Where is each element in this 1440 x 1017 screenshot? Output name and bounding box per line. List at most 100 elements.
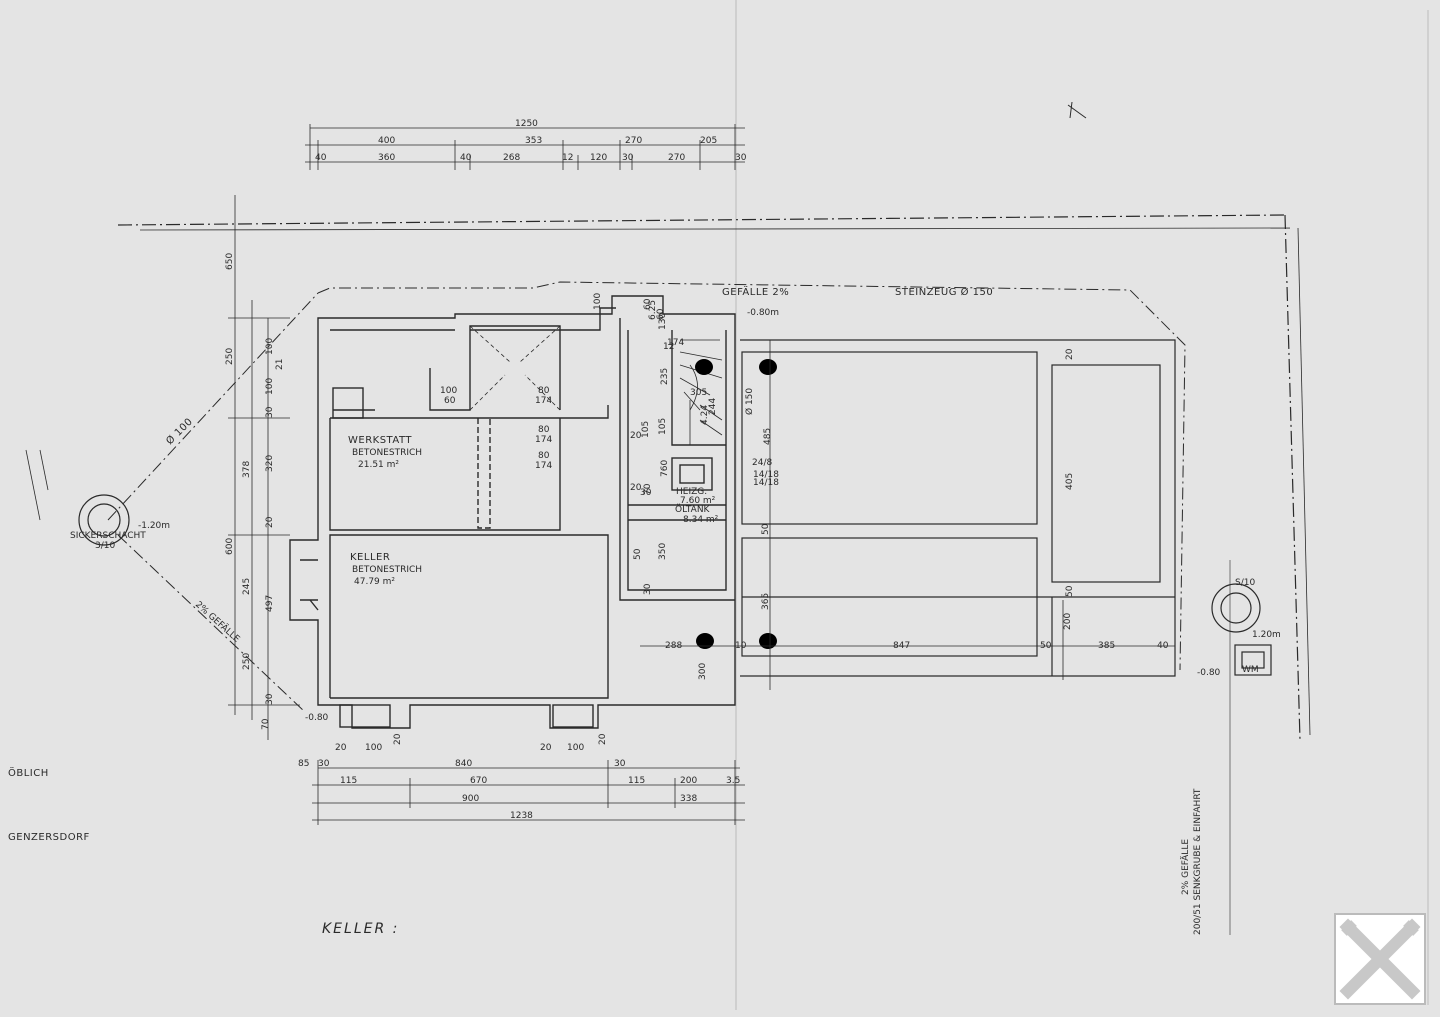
dimension-label: 900 <box>462 794 479 804</box>
dimension-label: 288 <box>665 641 682 651</box>
dimension-label: 100 <box>265 338 275 355</box>
dimension-label: 21 <box>275 359 285 370</box>
dimension-label: 174 <box>535 435 552 445</box>
dimension-label: 20 <box>630 431 642 441</box>
dimension-label: 20 <box>393 733 403 745</box>
dimension-label: 50 <box>761 523 771 535</box>
dimension-label: 70 <box>643 483 653 495</box>
raiffeisen-gable-cross-icon <box>1334 913 1426 1005</box>
dimension-label: 20 <box>1065 348 1075 360</box>
dimension-label: 105 <box>641 421 651 438</box>
dimension-label: 40 <box>315 153 327 163</box>
dimension-label: 70 <box>261 718 271 730</box>
dimension-label: 6.25 <box>648 300 658 320</box>
dimension-label: 10 <box>735 641 747 651</box>
dimension-label: 100 <box>567 743 584 753</box>
dimension-label: 365 <box>761 593 771 610</box>
dimension-label: 600 <box>225 538 235 555</box>
dimension-label: 30 <box>614 759 626 769</box>
dimension-label: 24/8 <box>752 458 772 468</box>
dimension-label: 235 <box>660 368 670 385</box>
dimension-label: 100 <box>440 386 457 396</box>
room-area-oeltank: 8.34 m² <box>683 515 719 525</box>
dimension-label: 40 <box>460 153 472 163</box>
garage-outline <box>740 339 1176 677</box>
building-walls <box>289 295 736 729</box>
sheet-title: KELLER : <box>322 921 399 937</box>
dimension-label: 300 <box>698 663 708 680</box>
dimension-label: 30 <box>265 406 275 418</box>
dimension-label: 400 <box>378 136 395 146</box>
dimension-label: 174 <box>535 461 552 471</box>
right-shaft-label: S/10 <box>1235 578 1255 588</box>
room-floor-keller: BETONESTRICH <box>352 565 422 575</box>
right-note-line2: 200/51 SENKGRUBE & EINFAHRT <box>1193 788 1203 935</box>
dimension-label: 30 <box>265 693 275 705</box>
dimension-label: 350 <box>658 543 668 560</box>
dimension-label: 244 <box>708 398 718 415</box>
pipe-slope-note: GEFÄLLE 2% <box>722 285 789 298</box>
dimension-label: 60 <box>444 396 456 406</box>
dimension-label: 4.24 <box>700 405 710 425</box>
dimension-label: 353 <box>525 136 542 146</box>
dimension-label: 130 <box>658 313 668 330</box>
pipe-hole <box>759 633 777 649</box>
dimension-label: 85 <box>298 759 309 769</box>
dimension-label: 3.5 <box>726 776 740 786</box>
dimension-label: 270 <box>625 136 642 146</box>
dimension-label: 14/18 <box>753 470 779 480</box>
dimension-label: 847 <box>893 641 910 651</box>
dimension-label: 405 <box>1065 473 1075 490</box>
dimension-label: 670 <box>470 776 487 786</box>
check-mark <box>1067 101 1087 119</box>
pipe-hole <box>759 359 777 375</box>
dimension-label: 100 <box>265 378 275 395</box>
dimension-label: 320 <box>265 455 275 472</box>
dim-bottom-overall: 1238 <box>510 811 533 821</box>
dimension-label: 20 <box>630 483 642 493</box>
dim-top-overall: 1250 <box>515 119 538 129</box>
dimension-label: 385 <box>1098 641 1115 651</box>
dimension-label: 305 <box>690 388 707 398</box>
dimension-label: 80 <box>538 425 550 435</box>
vertical-pipe-diameter: Ø 150 <box>744 388 755 415</box>
left-shaft-label: SICKERSCHACHT <box>70 531 146 541</box>
dimension-label: 760 <box>660 460 670 477</box>
dimension-label: 30 <box>643 583 653 595</box>
dimension-label: 20 <box>335 743 347 753</box>
dimension-label: 14/18 <box>753 478 779 488</box>
light-shaft <box>469 325 561 411</box>
dimension-label: 40 <box>1157 641 1169 651</box>
elevation-top: -0.80m <box>747 308 779 318</box>
dimension-label: 120 <box>590 153 607 163</box>
dimension-label: 80 <box>538 451 550 461</box>
dimension-label: 378 <box>242 461 252 478</box>
room-name-heizung: HEIZG. <box>676 487 707 497</box>
wm-label: WM <box>1242 665 1259 675</box>
margin-text-1: ÖBLICH <box>8 766 49 779</box>
dimension-label: 20 <box>540 743 552 753</box>
pipe-penetrations <box>695 359 777 649</box>
room-area-heizung: 7.60 m² <box>680 496 716 506</box>
plot-boundary <box>25 214 1311 741</box>
dimension-label: 200 <box>680 776 697 786</box>
room-name-werkstatt: WERKSTATT <box>348 435 412 446</box>
dimension-label: 270 <box>668 153 685 163</box>
dimension-label: 200 <box>1063 613 1073 630</box>
margin-text-2: GENZERSDORF <box>8 832 90 843</box>
elevation-left: -0.80 <box>305 713 329 723</box>
dimension-label: 50 <box>633 548 643 560</box>
dimension-label: 105 <box>658 418 668 435</box>
dimension-label: 60 <box>643 298 653 310</box>
dimension-label: 840 <box>455 759 472 769</box>
dimension-label: 50 <box>1065 585 1075 597</box>
seepage-shafts <box>78 494 1272 676</box>
room-name-keller: KELLER <box>350 552 390 563</box>
